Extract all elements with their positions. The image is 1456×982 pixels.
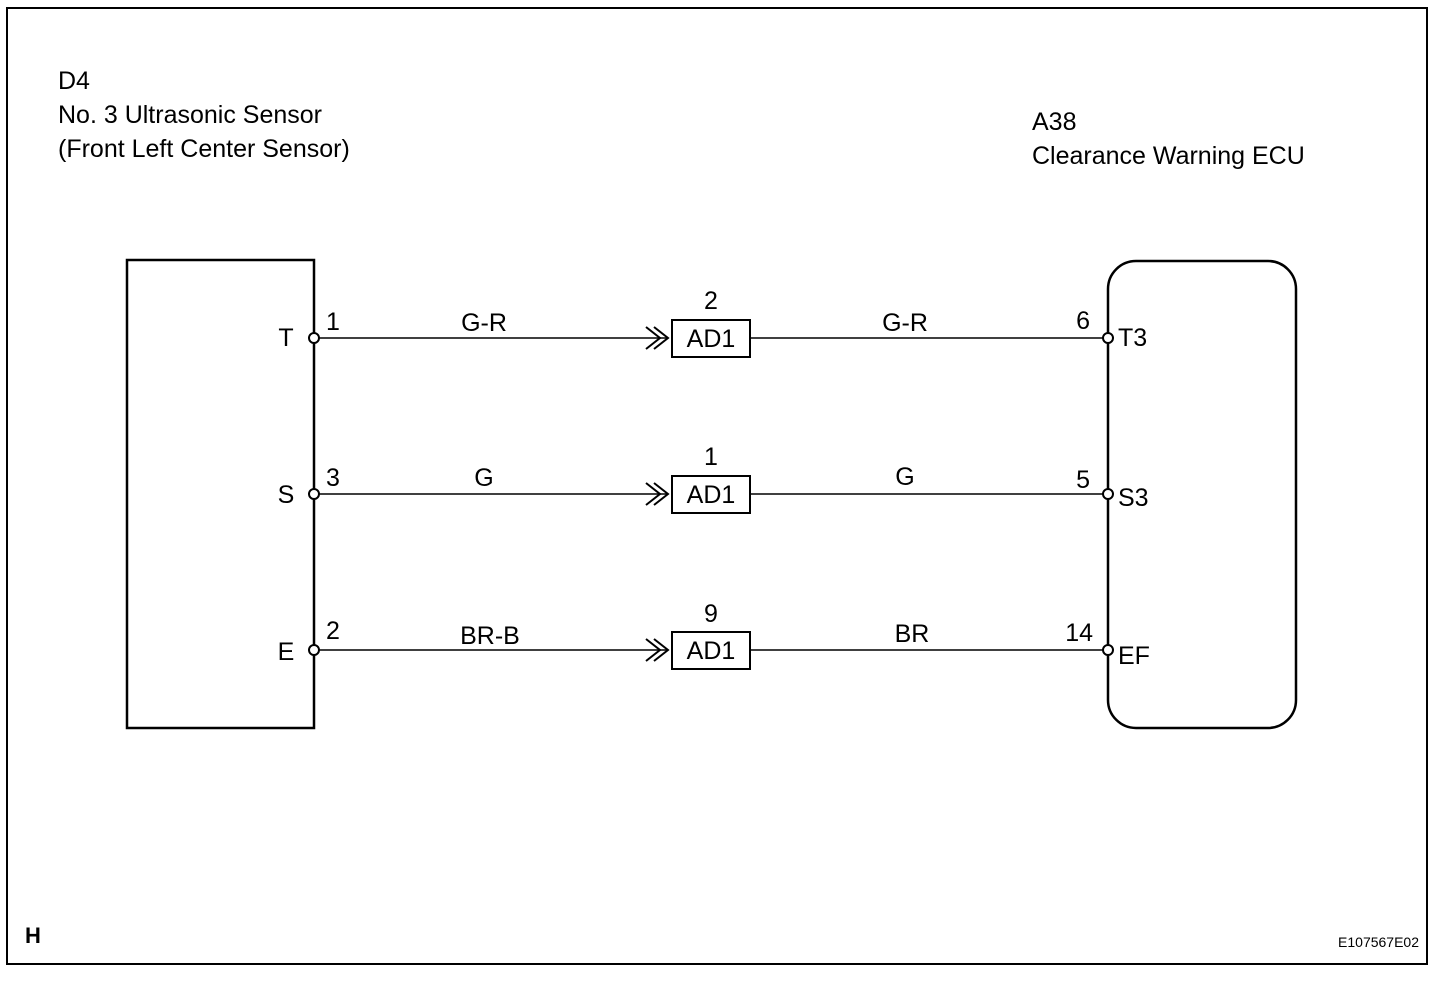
wire-color-left: G-R — [461, 309, 507, 337]
ecu-pin-number: 14 — [1065, 619, 1093, 647]
ecu-terminal-label: T3 — [1118, 324, 1147, 352]
sensor-terminal-label: S — [278, 481, 295, 509]
junction-connector-code: AD1 — [687, 325, 736, 353]
circuit-row-2: S 3 G AD1 1 G 5 S3 — [278, 443, 1149, 514]
sensor-terminal-label: E — [278, 638, 295, 666]
circuit-row-3: E 2 BR-B AD1 9 BR 14 EF — [278, 600, 1150, 670]
sensor-code: D4 — [58, 67, 90, 95]
ecu-pin-number: 5 — [1076, 466, 1090, 494]
sensor-terminal-pin — [308, 644, 320, 656]
wire-color-left: BR-B — [460, 622, 520, 650]
wire-color-left: G — [474, 464, 493, 492]
ecu-pin-number: 6 — [1076, 307, 1090, 335]
junction-connector-code: AD1 — [687, 637, 736, 665]
wire-color-right: G — [895, 463, 914, 491]
ecu-terminal-pin — [1102, 332, 1114, 344]
circuit-row-1: T 1 G-R AD1 2 G-R 6 T3 — [278, 287, 1147, 358]
diagram-frame — [6, 7, 1428, 965]
ecu-name: Clearance Warning ECU — [1032, 142, 1305, 170]
sensor-terminal-pin — [308, 488, 320, 500]
connector-chevron-icon — [645, 482, 670, 506]
junction-connector-pin: 2 — [704, 287, 718, 315]
sensor-terminal-pin — [308, 332, 320, 344]
wire-color-right: G-R — [882, 309, 928, 337]
junction-connector-pin: 1 — [704, 443, 718, 471]
sensor-pin-number: 2 — [326, 617, 340, 645]
footer-left-code: H — [25, 923, 41, 948]
connector-chevron-icon — [645, 638, 670, 662]
sensor-name: No. 3 Ultrasonic Sensor — [58, 101, 322, 129]
connector-chevron-icon — [645, 326, 670, 350]
wire-color-right: BR — [895, 620, 930, 648]
sensor-pin-number: 1 — [326, 308, 340, 336]
sensor-terminal-label: T — [278, 324, 293, 352]
ecu-terminal-label: S3 — [1118, 484, 1149, 512]
junction-connector-code: AD1 — [687, 481, 736, 509]
junction-connector-pin: 9 — [704, 600, 718, 628]
figure-id: E107567E02 — [1338, 934, 1419, 950]
ecu-terminal-pin — [1102, 644, 1114, 656]
sensor-subname: (Front Left Center Sensor) — [58, 135, 350, 163]
sensor-pin-number: 3 — [326, 464, 340, 492]
ecu-terminal-pin — [1102, 488, 1114, 500]
ecu-code: A38 — [1032, 108, 1076, 136]
ecu-terminal-label: EF — [1118, 642, 1150, 670]
